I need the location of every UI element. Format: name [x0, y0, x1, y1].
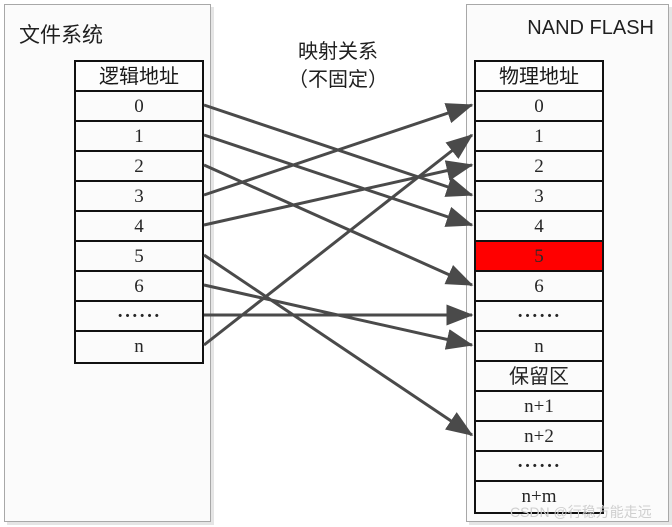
- mapping-caption-line2: （不固定）: [288, 69, 388, 91]
- logical-address-row: 6: [76, 272, 202, 302]
- nand-flash-title: NAND FLASH: [527, 17, 654, 39]
- logical-address-row: n: [76, 332, 202, 362]
- watermark: CSDN @行稳方能走远: [510, 504, 652, 520]
- logical-address-row: 5: [76, 242, 202, 272]
- logical-address-row: 3: [76, 182, 202, 212]
- physical-address-row: 保留区: [476, 362, 602, 392]
- physical-address-row: n+m: [476, 482, 602, 512]
- physical-address-row: 2: [476, 152, 602, 182]
- mapping-arrow: [203, 160, 474, 227]
- mapping-arrow: [203, 253, 474, 437]
- mapping-arrow: [203, 163, 474, 287]
- physical-address-row: 1: [476, 122, 602, 152]
- mapping-arrow: [203, 133, 474, 347]
- mapping-arrow: [203, 103, 474, 197]
- physical-address-row: n+2: [476, 422, 602, 452]
- logical-address-row: 1: [76, 122, 202, 152]
- mapping-arrow: [203, 103, 474, 197]
- mapping-arrow: [203, 133, 474, 227]
- physical-address-header: 物理地址: [476, 62, 602, 92]
- physical-address-row: 3: [476, 182, 602, 212]
- mapping-caption-line1: 映射关系: [298, 41, 378, 63]
- logical-address-row: 0: [76, 92, 202, 122]
- physical-address-row: 6: [476, 272, 602, 302]
- mapping-caption: 映射关系 （不固定）: [243, 38, 433, 94]
- logical-address-header: 逻辑地址: [76, 62, 202, 92]
- physical-address-row: 0: [476, 92, 602, 122]
- logical-address-row: 4: [76, 212, 202, 242]
- physical-address-row: ······: [476, 452, 602, 482]
- physical-address-row: 4: [476, 212, 602, 242]
- logical-address-row: ······: [76, 302, 202, 332]
- physical-address-row: n: [476, 332, 602, 362]
- physical-address-row-highlighted: 5: [476, 242, 602, 272]
- physical-address-row: ······: [476, 302, 602, 332]
- mapping-arrow: [203, 283, 474, 350]
- filesystem-title: 文件系统: [19, 23, 103, 47]
- logical-address-row: 2: [76, 152, 202, 182]
- physical-address-row: n+1: [476, 392, 602, 422]
